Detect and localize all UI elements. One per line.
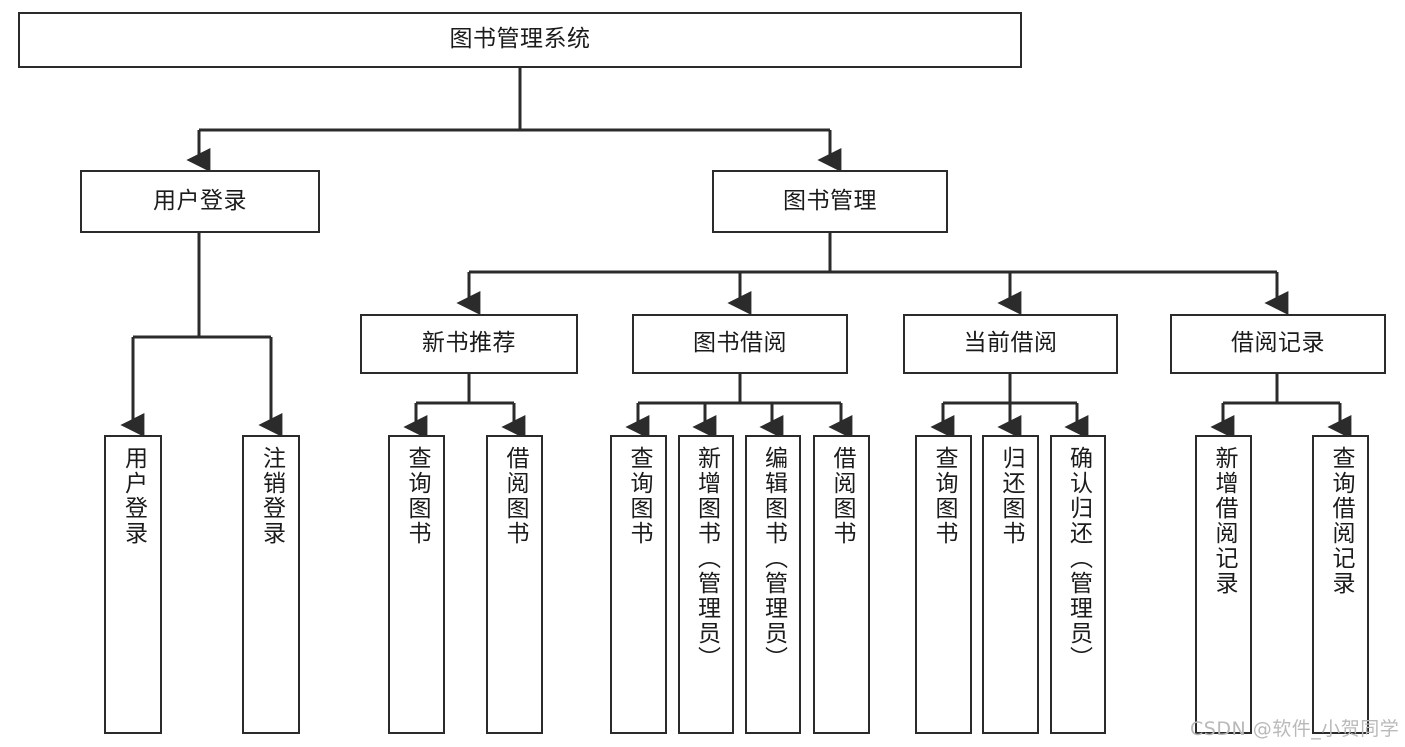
leaf-return-book[interactable]: 归还图书	[982, 435, 1039, 734]
leaf-query-book-3[interactable]: 查询图书	[915, 435, 972, 734]
leaf-borrow-book-2[interactable]: 借阅图书	[813, 435, 870, 734]
node-label: 用户登录	[120, 446, 147, 546]
node-current-borrow[interactable]: 当前借阅	[903, 314, 1118, 374]
leaf-logout-login[interactable]: 注销登录	[242, 435, 300, 734]
node-label: 查询图书	[931, 446, 957, 546]
node-label: 图书借阅	[693, 330, 787, 357]
csdn-watermark: CSDN @软件_小贺同学	[1190, 718, 1400, 740]
leaf-confirm-return[interactable]: 确认归还（管理员）	[1050, 435, 1106, 734]
node-borrow-record[interactable]: 借阅记录	[1170, 314, 1386, 374]
node-label: 用户登录	[153, 187, 247, 214]
node-label: 新增图书（管理员）	[693, 446, 720, 671]
leaf-query-book-1[interactable]: 查询图书	[388, 435, 445, 734]
leaf-edit-book[interactable]: 编辑图书（管理员）	[745, 435, 801, 734]
node-book-borrow[interactable]: 图书借阅	[632, 314, 848, 374]
node-book-manage[interactable]: 图书管理	[712, 170, 948, 233]
node-label: 图书管理	[783, 187, 877, 214]
leaf-user-login[interactable]: 用户登录	[104, 435, 162, 734]
leaf-query-record[interactable]: 查询借阅记录	[1312, 435, 1369, 734]
node-label: 图书管理系统	[449, 26, 591, 53]
node-new-book-recommend[interactable]: 新书推荐	[360, 314, 578, 374]
node-user-login[interactable]: 用户登录	[80, 170, 320, 233]
leaf-borrow-book-1[interactable]: 借阅图书	[486, 435, 543, 734]
leaf-add-record[interactable]: 新增借阅记录	[1195, 435, 1252, 734]
leaf-query-book-2[interactable]: 查询图书	[610, 435, 667, 734]
node-root-book-management-system[interactable]: 图书管理系统	[18, 12, 1022, 68]
node-label: 查询借阅记录	[1328, 446, 1354, 596]
node-label: 借阅图书	[502, 446, 528, 546]
node-label: 当前借阅	[963, 330, 1058, 357]
leaf-add-book[interactable]: 新增图书（管理员）	[678, 435, 734, 734]
node-label: 借阅图书	[829, 446, 855, 546]
node-label: 归还图书	[998, 446, 1024, 546]
node-label: 查询图书	[404, 446, 430, 546]
node-label: 查询图书	[626, 446, 652, 546]
node-label: 借阅记录	[1231, 330, 1325, 357]
node-label: 确认归还（管理员）	[1065, 446, 1092, 671]
node-label: 新增借阅记录	[1211, 446, 1237, 596]
node-label: 编辑图书（管理员）	[760, 446, 787, 671]
node-label: 新书推荐	[422, 330, 516, 357]
node-label: 注销登录	[258, 446, 285, 546]
